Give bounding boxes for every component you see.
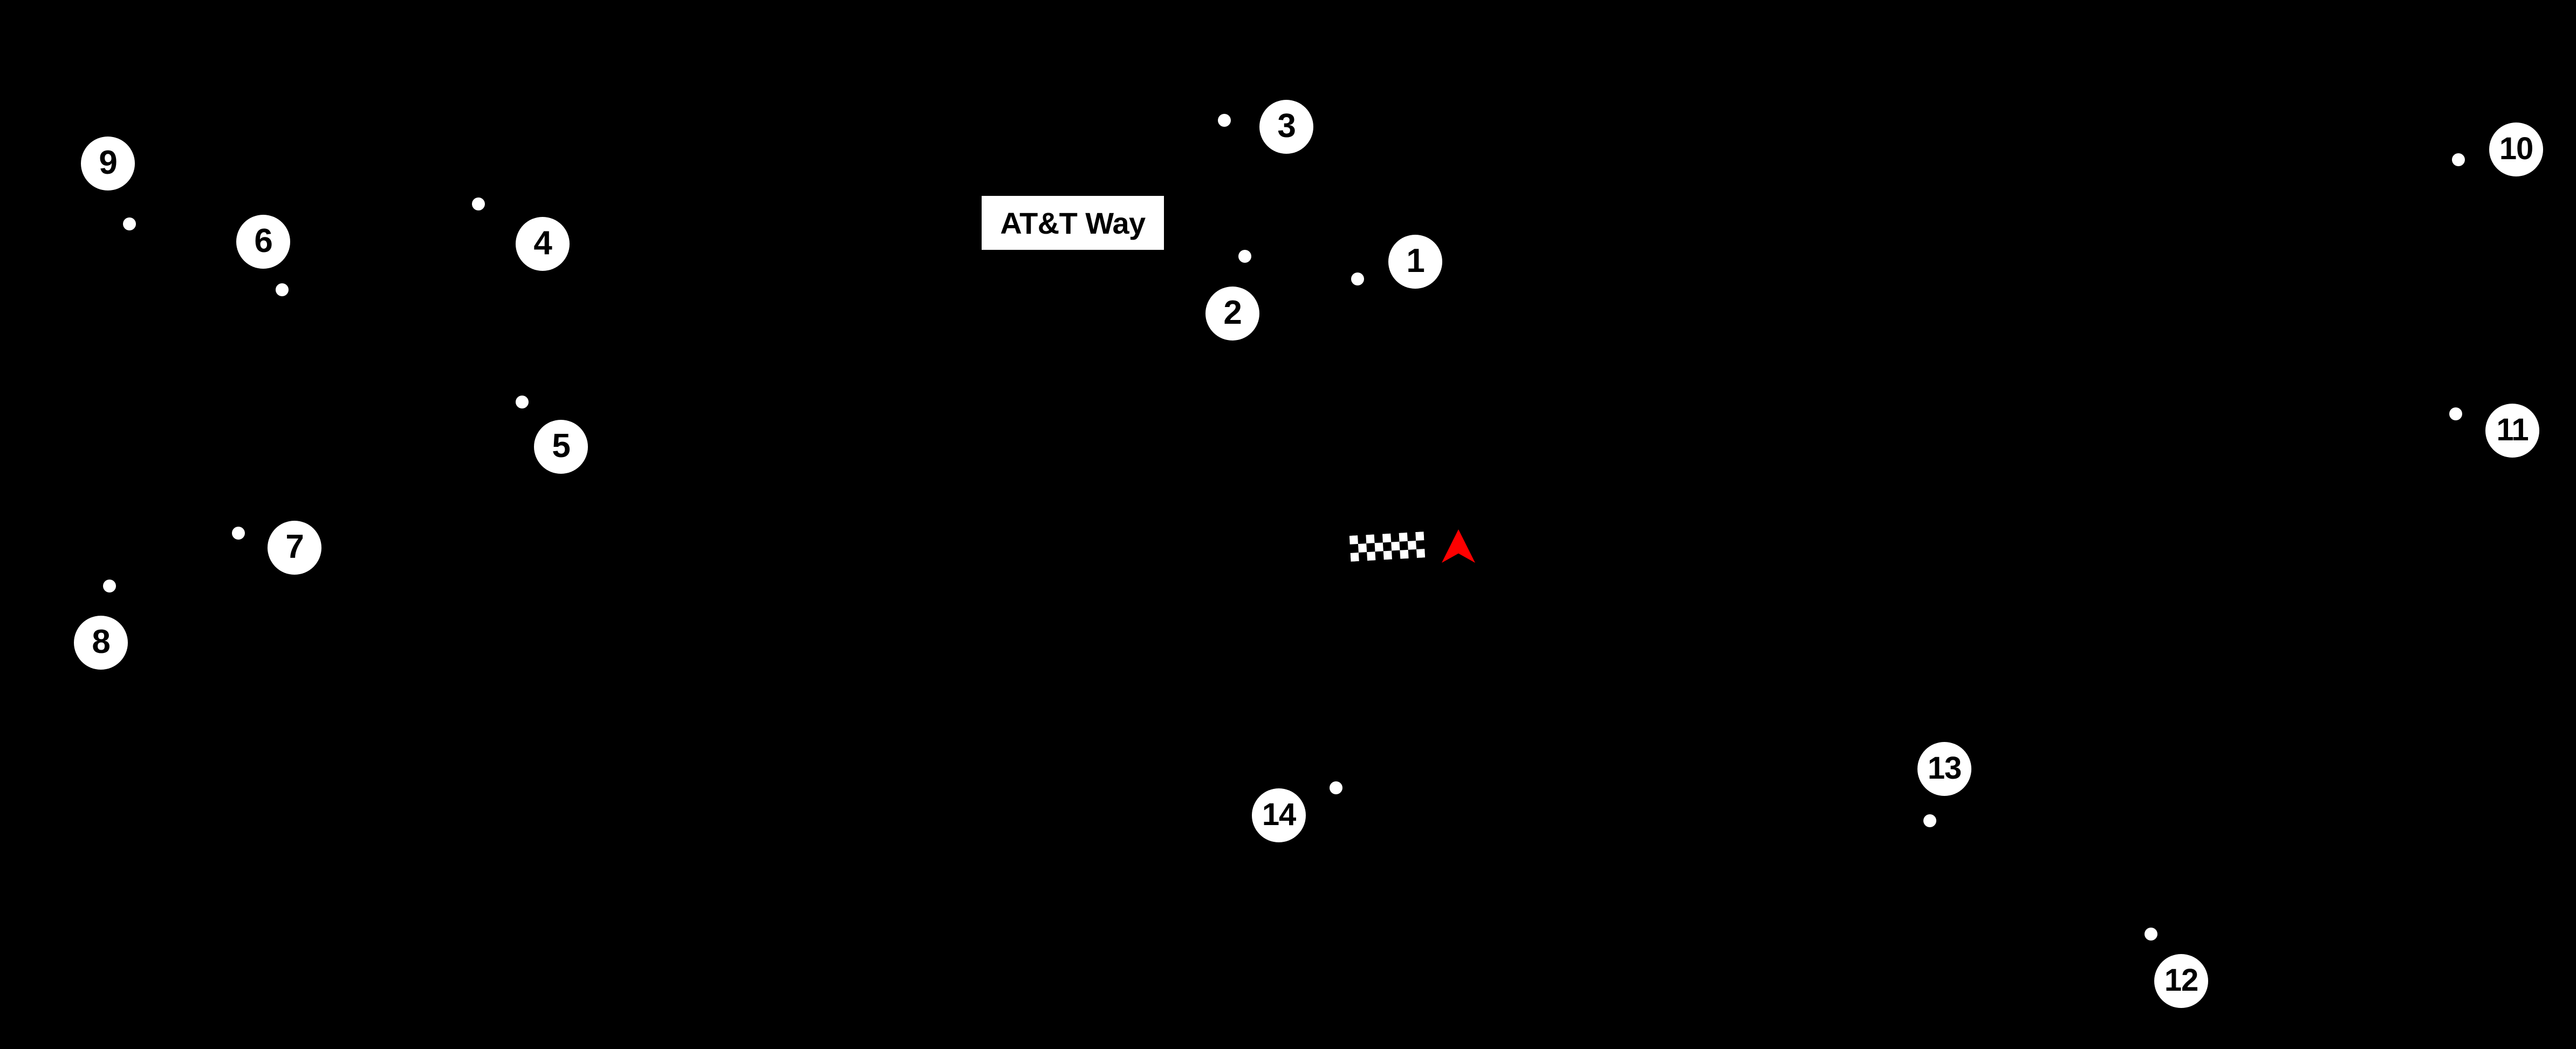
poi-marker-label: 3: [1277, 107, 1296, 145]
poi-marker-label: 13: [1927, 751, 1962, 786]
poi-marker-1[interactable]: 1: [1388, 235, 1442, 289]
poi-marker-12[interactable]: 12: [2154, 954, 2208, 1008]
poi-marker-label: 5: [552, 427, 570, 465]
poi-dot-3: [1218, 114, 1231, 127]
poi-dot-14: [1330, 781, 1342, 794]
street-name-label: AT&T Way: [982, 196, 1164, 250]
poi-marker-label: 9: [99, 144, 117, 181]
poi-dot-11: [2449, 407, 2462, 420]
poi-marker-10[interactable]: 10: [2489, 122, 2543, 176]
poi-marker-6[interactable]: 6: [236, 215, 290, 269]
poi-marker-label: 7: [285, 528, 304, 566]
poi-marker-2[interactable]: 2: [1205, 287, 1259, 340]
poi-marker-9[interactable]: 9: [81, 137, 135, 190]
poi-dot-4: [472, 197, 485, 210]
poi-marker-5[interactable]: 5: [534, 420, 588, 474]
poi-marker-3[interactable]: 3: [1259, 100, 1313, 154]
poi-dot-5: [516, 396, 529, 408]
poi-dot-1: [1351, 273, 1364, 285]
poi-dot-7: [232, 527, 245, 540]
poi-dot-13: [1923, 814, 1936, 827]
poi-marker-label: 8: [92, 623, 110, 660]
poi-dot-12: [2145, 928, 2157, 941]
poi-marker-14[interactable]: 14: [1252, 788, 1306, 842]
poi-marker-label: 14: [1262, 797, 1296, 832]
poi-marker-7[interactable]: 7: [268, 521, 321, 575]
poi-dot-8: [103, 580, 116, 592]
poi-marker-label: 2: [1223, 294, 1242, 331]
poi-marker-label: 1: [1406, 242, 1424, 280]
poi-marker-11[interactable]: 11: [2485, 404, 2539, 458]
poi-marker-label: 12: [2164, 963, 2198, 998]
poi-marker-label: 11: [2496, 412, 2529, 447]
poi-marker-label: 6: [254, 222, 272, 260]
poi-marker-13[interactable]: 13: [1917, 742, 1971, 796]
poi-marker-label: 4: [533, 224, 552, 262]
poi-marker-label: 10: [2499, 131, 2533, 166]
poi-dot-2: [1238, 250, 1251, 263]
checkered-flag-icon: [1349, 532, 1426, 562]
poi-dot-6: [276, 283, 289, 296]
poi-marker-4[interactable]: 4: [516, 217, 570, 271]
poi-dot-10: [2452, 153, 2465, 166]
direction-arrow-icon: [1442, 527, 1475, 566]
poi-marker-8[interactable]: 8: [74, 616, 128, 670]
poi-dot-9: [123, 217, 136, 230]
